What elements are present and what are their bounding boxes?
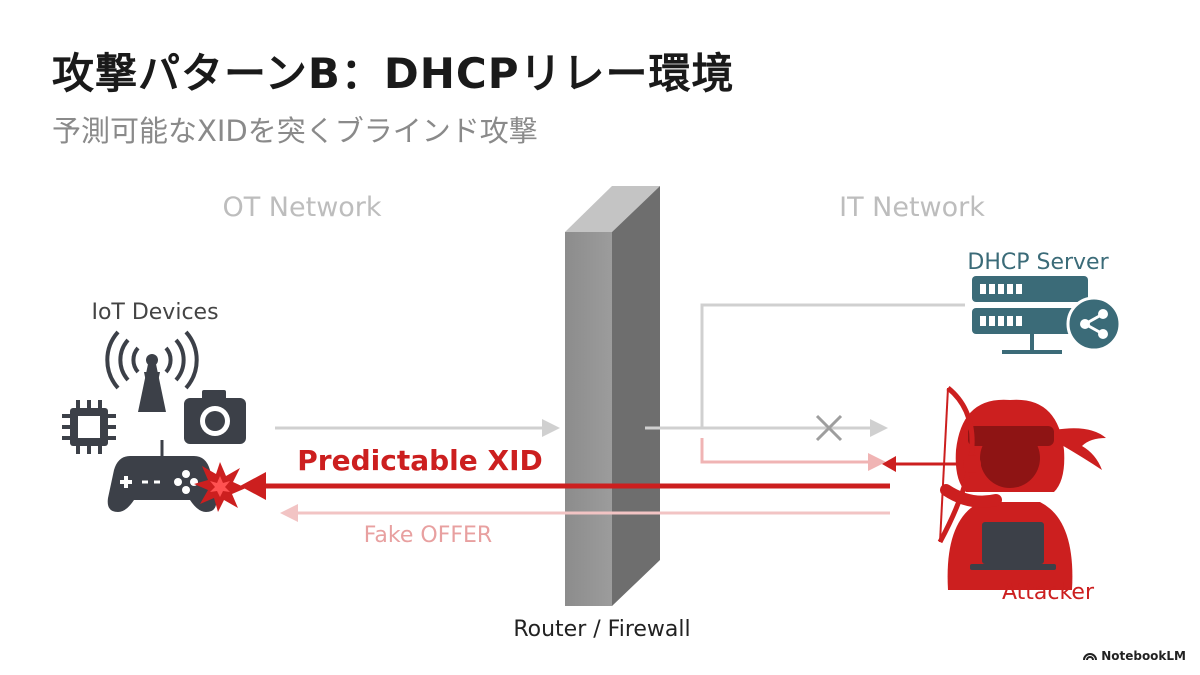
server-icon bbox=[972, 276, 1088, 354]
bow-icon bbox=[882, 386, 1002, 544]
dhcp-server-label: DHCP Server bbox=[967, 250, 1109, 275]
gamepad-icon bbox=[107, 440, 217, 512]
iot-devices-label: IoT Devices bbox=[91, 300, 219, 325]
light-red-arrow-to-attacker bbox=[700, 438, 886, 471]
attacker-icon bbox=[947, 399, 1106, 590]
gray-request-arrow bbox=[275, 419, 560, 437]
slide-subtitle: 予測可能なXIDを突くブラインド攻撃 bbox=[52, 114, 538, 148]
camera-icon bbox=[184, 390, 246, 444]
ot-network-label: OT Network bbox=[222, 192, 382, 223]
predictable-xid-arrow bbox=[240, 472, 890, 500]
it-network-label: IT Network bbox=[839, 192, 985, 223]
predictable-xid-label: Predictable XID bbox=[297, 444, 543, 477]
chip-icon bbox=[62, 400, 116, 454]
notebooklm-logo-icon bbox=[1083, 653, 1098, 661]
firewall-wall bbox=[565, 186, 660, 606]
relay-line-to-server bbox=[645, 303, 965, 437]
explosion-icon bbox=[194, 462, 246, 512]
fake-offer-arrow bbox=[280, 504, 890, 522]
slide-title: 攻撃パターンB：DHCPリレー環境 bbox=[52, 49, 735, 98]
share-icon bbox=[1066, 296, 1122, 352]
brand-name: NotebookLM bbox=[1101, 649, 1186, 663]
attacker-label: Attacker bbox=[1001, 580, 1095, 605]
notebooklm-brand: NotebookLM bbox=[1083, 649, 1186, 663]
router-firewall-label: Router / Firewall bbox=[513, 617, 691, 642]
antenna-icon bbox=[105, 330, 199, 412]
blocked-x-icon bbox=[815, 414, 843, 442]
fake-offer-label: Fake OFFER bbox=[363, 523, 493, 548]
